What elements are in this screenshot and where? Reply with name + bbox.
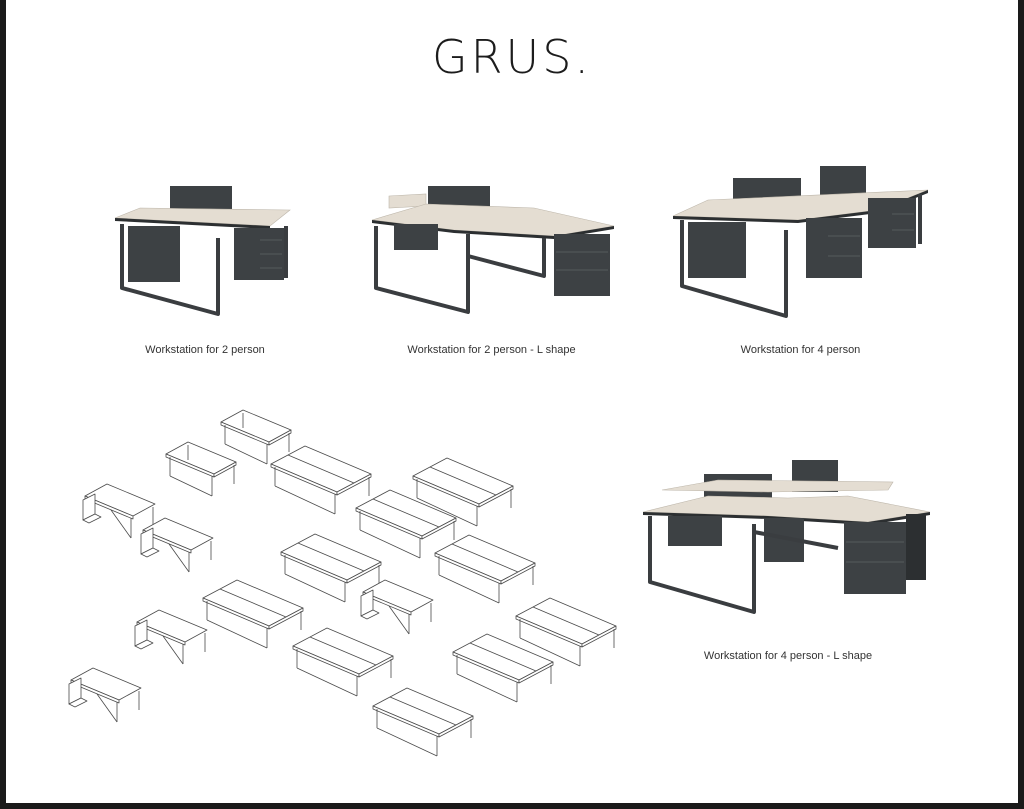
caption-workstation-2-person-l-shape: Workstation for 2 person - L shape — [407, 344, 576, 356]
pedestal-right — [554, 234, 610, 296]
pedestal-front-left — [688, 222, 746, 278]
pedestal-right — [844, 522, 906, 594]
pedestal-back — [394, 224, 438, 250]
privacy-screen-right — [820, 166, 866, 198]
caption-workstation-2-person: Workstation for 2 person — [145, 344, 265, 356]
caption-workstation-4-person-l-shape: Workstation for 4 person - L shape — [703, 650, 873, 662]
workstation-2-person-l-shape-image — [364, 178, 619, 318]
brand-title: GRUS. — [431, 30, 593, 84]
workstation-4-person-l-shape-image — [638, 452, 933, 617]
caption-workstation-4-person: Workstation for 4 person — [740, 344, 861, 356]
workstation-2-person-image — [110, 178, 300, 318]
pedestal-back-right — [868, 198, 916, 248]
pedestal-back-left — [668, 516, 722, 546]
pedestal-left — [128, 226, 180, 282]
pedestal-front-right — [806, 218, 862, 278]
configurations-line-drawing — [61, 400, 631, 760]
workstation-4-person-image — [668, 160, 933, 320]
desk-top — [114, 207, 291, 227]
desk-top-l-shape — [642, 495, 931, 523]
catalog-page: GRUS. Workstation for 2 person — [6, 0, 1018, 803]
